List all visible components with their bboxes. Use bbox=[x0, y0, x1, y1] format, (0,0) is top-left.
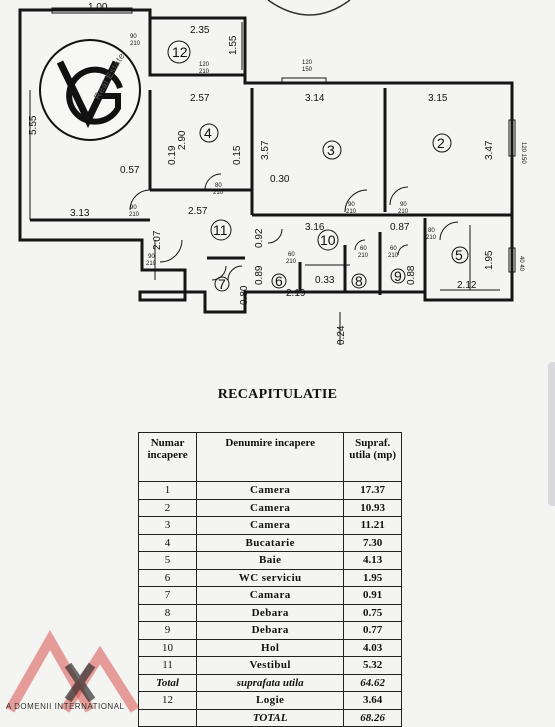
dim-019: 0.19 bbox=[167, 145, 178, 165]
dim-024: 0.24 bbox=[336, 325, 347, 345]
svg-text:90: 90 bbox=[130, 205, 137, 211]
svg-text:210: 210 bbox=[426, 235, 437, 241]
dim-top: 1.00 bbox=[88, 2, 108, 13]
svg-text:60: 60 bbox=[360, 246, 367, 252]
svg-text:80: 80 bbox=[215, 183, 222, 189]
svg-text:150: 150 bbox=[302, 67, 313, 73]
scroll-edge-tab[interactable] bbox=[548, 362, 555, 506]
dim-155: 1.55 bbox=[228, 35, 239, 55]
vg-logo bbox=[39, 39, 141, 141]
dim-033: 0.33 bbox=[315, 275, 335, 286]
table-header-row: Numar incapere Denumire incapere Supraf.… bbox=[137, 432, 402, 482]
svg-text:210: 210 bbox=[286, 259, 297, 265]
svg-text:6: 6 bbox=[275, 273, 283, 289]
svg-text:11: 11 bbox=[213, 222, 228, 238]
dim-257-mid: 2.57 bbox=[188, 206, 208, 217]
dim-092: 0.92 bbox=[254, 228, 265, 248]
svg-text:10: 10 bbox=[320, 232, 336, 248]
svg-text:2: 2 bbox=[437, 135, 445, 151]
dim-207: 2.07 bbox=[152, 230, 163, 250]
svg-text:90: 90 bbox=[400, 202, 407, 208]
watermark-logo bbox=[5, 629, 140, 713]
dim-015: 0.15 bbox=[232, 145, 243, 165]
dim-087: 0.87 bbox=[390, 222, 410, 233]
dim-314: 3.14 bbox=[305, 93, 325, 104]
svg-text:210: 210 bbox=[388, 253, 399, 259]
svg-text:40 40: 40 40 bbox=[518, 256, 524, 272]
room-numbers: 12 1 4 3 2 11 10 5 7 6 8 9 bbox=[86, 40, 469, 292]
dim-316: 3.16 bbox=[305, 222, 325, 233]
recap-table: Numar incapere Denumire incapere Supraf.… bbox=[137, 432, 402, 727]
svg-text:3: 3 bbox=[327, 142, 335, 158]
svg-text:12: 12 bbox=[172, 44, 188, 60]
dim-089: 0.89 bbox=[254, 265, 265, 285]
dim-313: 3.13 bbox=[70, 208, 90, 219]
svg-text:210: 210 bbox=[346, 209, 357, 215]
svg-text:80: 80 bbox=[428, 228, 435, 234]
svg-text:4: 4 bbox=[204, 125, 212, 141]
dim-235: 2.35 bbox=[190, 25, 210, 36]
dim-080: 0.80 bbox=[239, 285, 250, 305]
dim-315: 3.15 bbox=[428, 93, 448, 104]
svg-text:90: 90 bbox=[148, 254, 155, 260]
svg-text:90: 90 bbox=[348, 202, 355, 208]
dim-257-top: 2.57 bbox=[190, 93, 210, 104]
floor-plan: 1.00 2.35 1.55 5.55 2.57 3.14 3.15 2.90 … bbox=[0, 0, 555, 360]
dim-195: 1.95 bbox=[484, 250, 495, 270]
recap-title: RECAPITULATIE bbox=[217, 387, 338, 402]
watermark-text: A DOMENII INTERNATIONAL bbox=[6, 702, 125, 711]
svg-text:210: 210 bbox=[130, 41, 141, 47]
svg-text:60: 60 bbox=[390, 246, 397, 252]
dim-057: 0.57 bbox=[120, 165, 140, 176]
svg-text:210: 210 bbox=[398, 209, 409, 215]
svg-text:210: 210 bbox=[358, 253, 369, 259]
header-num: Numar incapere bbox=[137, 432, 198, 482]
dim-347: 3.47 bbox=[484, 140, 495, 160]
dim-357: 3.57 bbox=[260, 140, 271, 160]
header-name: Denumire incapere bbox=[196, 432, 345, 482]
dim-290: 2.90 bbox=[177, 130, 188, 150]
dim-219: 2.19 bbox=[286, 288, 306, 299]
svg-text:120: 120 bbox=[302, 60, 313, 66]
dim-212: 2.12 bbox=[457, 280, 477, 291]
svg-text:8: 8 bbox=[355, 273, 363, 289]
dim-088: 0.88 bbox=[406, 265, 417, 285]
svg-text:120 150: 120 150 bbox=[520, 142, 526, 164]
svg-text:5: 5 bbox=[455, 247, 463, 263]
svg-text:120: 120 bbox=[199, 62, 210, 68]
svg-text:7: 7 bbox=[218, 276, 226, 292]
dim-555: 5.55 bbox=[28, 115, 39, 135]
svg-text:210: 210 bbox=[199, 69, 210, 75]
svg-text:210: 210 bbox=[146, 261, 157, 267]
svg-text:60: 60 bbox=[288, 252, 295, 258]
svg-text:90: 90 bbox=[130, 34, 137, 40]
svg-text:210: 210 bbox=[213, 190, 224, 196]
svg-text:210: 210 bbox=[129, 212, 140, 218]
header-area: Supraf. utila (mp) bbox=[343, 432, 402, 482]
dim-030: 0.30 bbox=[270, 174, 290, 185]
svg-text:9: 9 bbox=[394, 268, 402, 284]
